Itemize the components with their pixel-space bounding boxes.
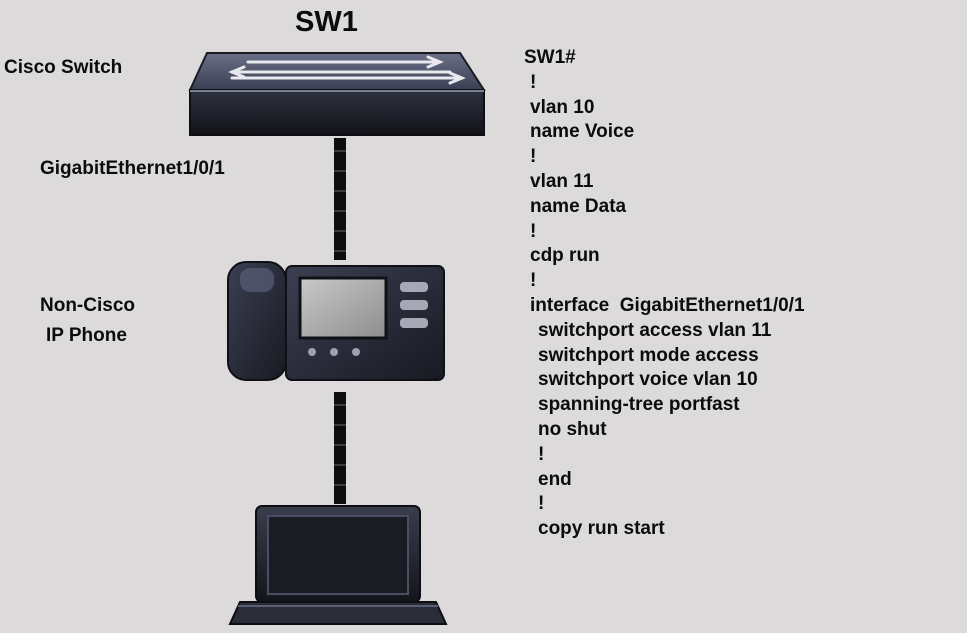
- config-line: !: [538, 493, 545, 515]
- laptop-icon: [228, 505, 448, 625]
- config-line: switchport access vlan 11: [538, 319, 772, 341]
- config-line: !: [530, 270, 537, 292]
- config-line: copy run start: [538, 518, 665, 540]
- config-line: !: [530, 146, 537, 168]
- config-line: !: [530, 220, 537, 242]
- config-line: SW1#: [524, 47, 576, 68]
- config-line: vlan 10: [530, 96, 595, 118]
- diagram-title: SW1: [295, 6, 358, 38]
- port-label: GigabitEthernet1/0/1: [40, 158, 225, 179]
- config-line: switchport voice vlan 10: [538, 369, 758, 391]
- cable-switch-phone: [334, 138, 346, 260]
- phone-label-line1: Non-Cisco: [40, 295, 135, 316]
- config-line: end: [538, 468, 572, 490]
- config-line: switchport mode access: [538, 344, 759, 366]
- config-line: name Data: [530, 195, 627, 217]
- phone-label-line2: IP Phone: [46, 325, 127, 346]
- switch-label: Cisco Switch: [4, 57, 123, 78]
- cable-phone-laptop: [334, 392, 346, 504]
- config-line: spanning-tree portfast: [538, 394, 740, 416]
- config-line: !: [530, 71, 537, 93]
- config-line: name Voice: [530, 121, 635, 143]
- config-line: no shut: [538, 418, 607, 440]
- ip-phone-icon: [227, 261, 445, 381]
- config-line: cdp run: [530, 245, 600, 267]
- config-line: interface GigabitEthernet1/0/1: [530, 294, 805, 316]
- config-line: vlan 11: [530, 170, 594, 192]
- config-line: !: [538, 443, 545, 465]
- phone-label: Non-Cisco IP Phone: [40, 291, 135, 351]
- network-switch-icon: [188, 52, 486, 136]
